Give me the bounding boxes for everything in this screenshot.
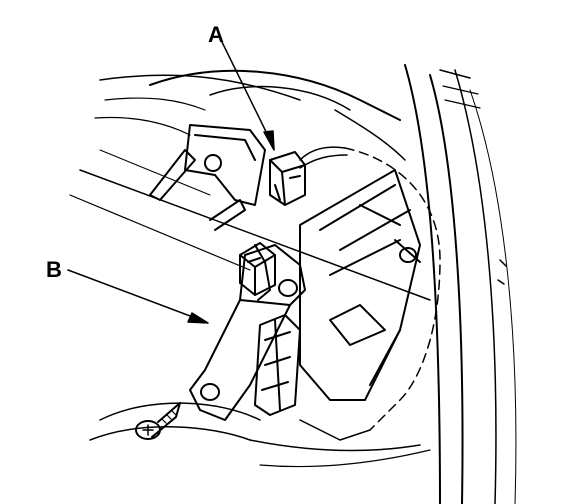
callout-leader-b xyxy=(67,269,209,324)
connector-a xyxy=(269,151,306,206)
bracket-b xyxy=(189,244,306,421)
detail-circle xyxy=(344,147,441,431)
callout-leader-a xyxy=(221,41,275,151)
sensor-insert xyxy=(254,314,301,416)
mating-connector xyxy=(239,242,276,296)
screw xyxy=(135,402,181,440)
harness-wire xyxy=(299,146,348,169)
callout-label-b: B xyxy=(46,257,62,282)
sensor-housing xyxy=(299,169,421,401)
callout-label-a: A xyxy=(208,22,224,47)
body-frame xyxy=(404,64,517,504)
left-bracket xyxy=(149,124,266,231)
dash-trim xyxy=(69,69,431,301)
lower-panel xyxy=(89,402,431,468)
